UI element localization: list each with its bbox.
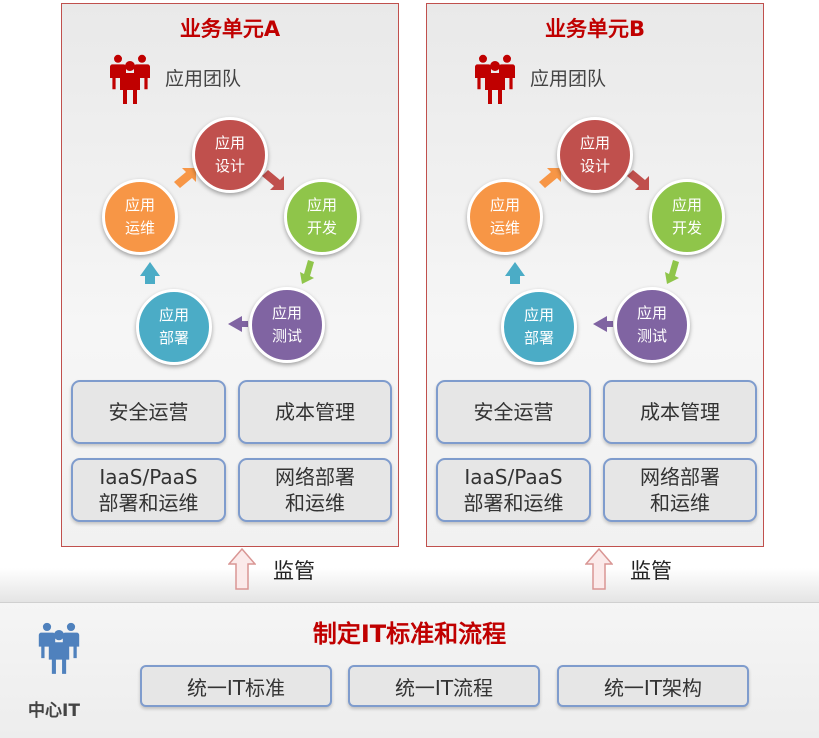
- up-arrow-icon: [585, 548, 613, 590]
- central-it-panel-top: [0, 568, 819, 603]
- up-arrow-icon: [228, 548, 256, 590]
- box-security-ops-label: 安全运营: [108, 400, 189, 424]
- arrow-ops-to-design: [539, 168, 561, 188]
- box-network: 网络部署 和运维: [603, 458, 757, 522]
- team-label: 应用团队: [165, 68, 242, 90]
- cycle-ops-line1: 应用: [124, 195, 155, 214]
- business-unit-b: 业务单元B 应用团队 应用 设计 应用 开发 应用 测试 应用 部署 应用 运维…: [426, 3, 764, 547]
- cycle-design: 应用 设计: [557, 117, 633, 193]
- central-title: 制定IT标准和流程: [312, 620, 507, 648]
- box-iaas-paas: IaaS/PaaS 部署和运维: [436, 458, 591, 522]
- central-it-label: 中心IT: [28, 701, 80, 721]
- arrow-design-to-dev: [262, 170, 284, 190]
- arrow-dev-to-test: [300, 260, 314, 284]
- cycle-test-line2: 测试: [271, 327, 302, 345]
- box-network: 网络部署 和运维: [238, 458, 392, 522]
- supervise-label: 监管: [273, 559, 315, 583]
- box-iaas-line1: IaaS/PaaS: [464, 465, 563, 489]
- cycle-dev-line1: 应用: [671, 195, 702, 214]
- cycle-design: 应用 设计: [192, 117, 268, 193]
- standard-box-it-standard: 统一IT标准: [140, 665, 332, 707]
- arrow-ops-to-design: [174, 168, 196, 188]
- cycle-design-line2: 设计: [579, 157, 610, 175]
- box-cost-management-label: 成本管理: [275, 400, 355, 424]
- cycle-test-line2: 测试: [636, 327, 667, 345]
- cycle-arrows: [140, 168, 314, 332]
- cycle-test: 应用 测试: [614, 287, 690, 363]
- cycle-test-line1: 应用: [271, 303, 302, 322]
- cycle-dev-line1: 应用: [306, 195, 337, 214]
- cycle-deploy-line1: 应用: [523, 305, 554, 324]
- box-iaas-line2: 部署和运维: [463, 491, 564, 515]
- cycle-deploy: 应用 部署: [136, 289, 212, 365]
- standard-label: 统一IT流程: [394, 675, 494, 700]
- box-cost-management: 成本管理: [238, 380, 392, 444]
- cycle-design-line1: 应用: [214, 133, 245, 152]
- cycle-ops-line2: 运维: [489, 219, 520, 237]
- cycle-dev: 应用 开发: [284, 179, 360, 255]
- box-iaas-line1: IaaS/PaaS: [99, 465, 198, 489]
- box-iaas-paas: IaaS/PaaS 部署和运维: [71, 458, 226, 522]
- supervise-label: 监管: [630, 559, 672, 583]
- box-network-line2: 和运维: [285, 491, 345, 515]
- cycle-ops-line1: 应用: [489, 195, 520, 214]
- unit-title: 业务单元B: [544, 17, 645, 41]
- cycle-dev: 应用 开发: [649, 179, 725, 255]
- cycle-ops-line2: 运维: [124, 219, 155, 237]
- box-cost-management: 成本管理: [603, 380, 757, 444]
- cycle-ops: 应用 运维: [102, 179, 178, 255]
- box-security-ops: 安全运营: [436, 380, 591, 444]
- box-network-line2: 和运维: [650, 491, 710, 515]
- cycle-deploy-line1: 应用: [158, 305, 189, 324]
- arrow-test-to-deploy: [593, 316, 613, 332]
- standard-label: 统一IT标准: [186, 675, 286, 700]
- people-group-icon: [38, 622, 80, 674]
- box-iaas-line2: 部署和运维: [98, 491, 199, 515]
- box-network-line1: 网络部署: [640, 465, 720, 489]
- business-unit-a: 业务单元A 应用团队 应用 设计 应用 开发 应用 测试 应用 部署 应用 运维…: [61, 3, 399, 547]
- cycle-design-line1: 应用: [579, 133, 610, 152]
- cycle-dev-line2: 开发: [306, 219, 337, 237]
- arrow-deploy-to-ops: [140, 262, 160, 284]
- cycle-deploy-line2: 部署: [158, 329, 189, 347]
- cycle-deploy-line2: 部署: [523, 329, 554, 347]
- box-cost-management-label: 成本管理: [640, 400, 720, 424]
- cycle-test: 应用 测试: [249, 287, 325, 363]
- cycle-design-line2: 设计: [214, 157, 245, 175]
- box-security-ops-label: 安全运营: [473, 400, 554, 424]
- cycle-arrows: [505, 168, 679, 332]
- arrow-deploy-to-ops: [505, 262, 525, 284]
- box-security-ops: 安全运营: [71, 380, 226, 444]
- arrow-design-to-dev: [627, 170, 649, 190]
- standard-label: 统一IT架构: [603, 675, 703, 700]
- arrow-test-to-deploy: [228, 316, 248, 332]
- box-network-line1: 网络部署: [275, 465, 355, 489]
- unit-title: 业务单元A: [179, 17, 281, 41]
- cycle-test-line1: 应用: [636, 303, 667, 322]
- standard-box-it-architecture: 统一IT架构: [557, 665, 749, 707]
- standard-box-it-process: 统一IT流程: [348, 665, 540, 707]
- cycle-ops: 应用 运维: [467, 179, 543, 255]
- team-label: 应用团队: [530, 68, 607, 90]
- arrow-dev-to-test: [665, 260, 679, 284]
- cycle-deploy: 应用 部署: [501, 289, 577, 365]
- cycle-dev-line2: 开发: [671, 219, 702, 237]
